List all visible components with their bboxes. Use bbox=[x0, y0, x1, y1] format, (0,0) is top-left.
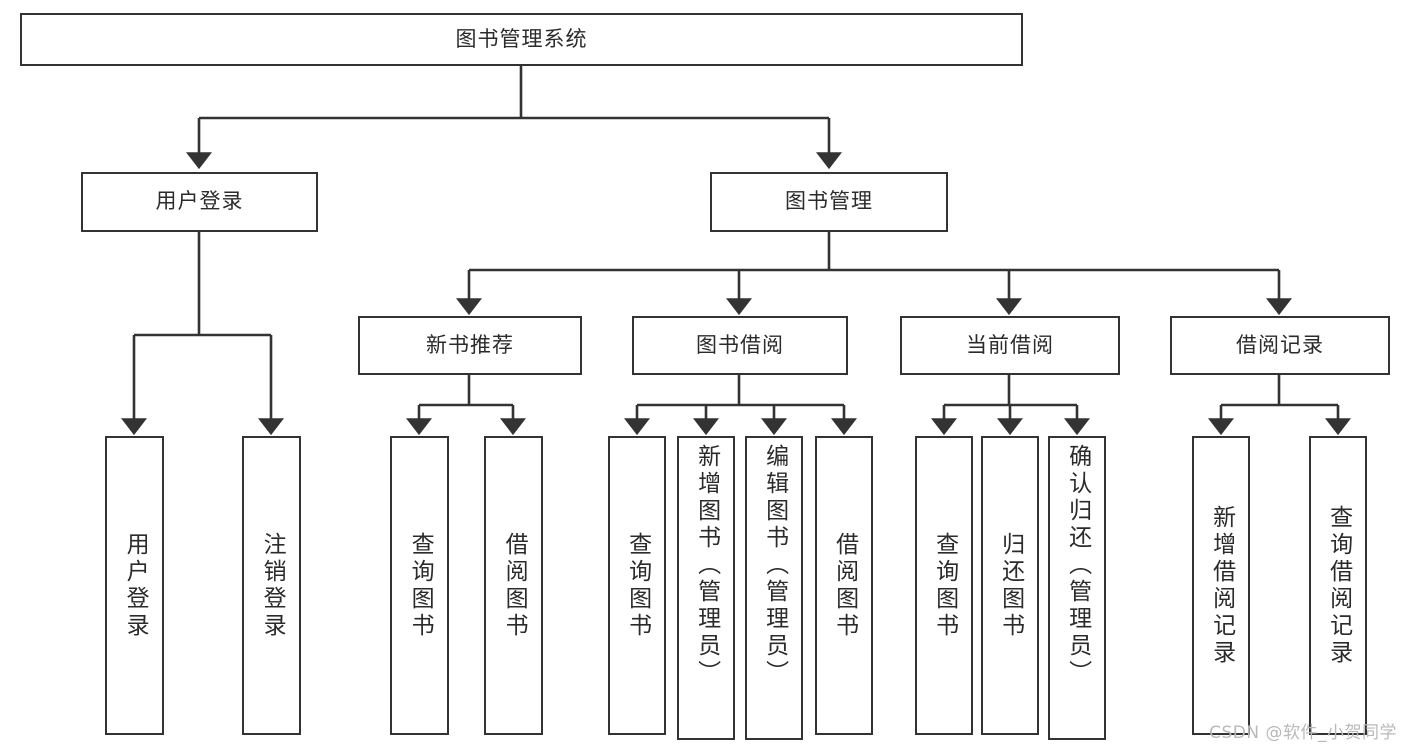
leaf-confirm-return-admin[interactable]: 确认归还（管理员） bbox=[1048, 436, 1106, 740]
leaf-label: 查询图书 bbox=[931, 531, 958, 640]
leaf-label: 用户登录 bbox=[122, 531, 149, 640]
leaf-add-book-admin[interactable]: 新增图书（管理员） bbox=[677, 436, 735, 740]
node-book-borrow[interactable]: 图书借阅 bbox=[632, 316, 848, 375]
leaf-return-book[interactable]: 归还图书 bbox=[981, 436, 1039, 735]
node-label: 当前借阅 bbox=[966, 332, 1054, 357]
leaf-label: 查询图书 bbox=[624, 531, 651, 640]
node-label: 借阅记录 bbox=[1236, 332, 1324, 357]
leaf-borrow-book[interactable]: 借阅图书 bbox=[815, 436, 873, 735]
leaf-logout[interactable]: 注销登录 bbox=[242, 436, 301, 735]
node-user-login[interactable]: 用户登录 bbox=[81, 172, 318, 232]
node-label: 用户登录 bbox=[155, 189, 244, 214]
leaf-label: 归还图书 bbox=[997, 531, 1024, 640]
leaf-label: 确认归还（管理员） bbox=[1064, 444, 1091, 687]
leaf-query-borrow-record[interactable]: 查询借阅记录 bbox=[1309, 436, 1367, 735]
node-current-borrow[interactable]: 当前借阅 bbox=[900, 316, 1120, 375]
leaf-label: 新增借阅记录 bbox=[1208, 504, 1235, 667]
node-book-management[interactable]: 图书管理 bbox=[710, 172, 948, 232]
leaf-borrow-book-recommend[interactable]: 借阅图书 bbox=[484, 436, 543, 735]
node-label: 图书管理 bbox=[785, 189, 873, 214]
leaf-label: 借阅图书 bbox=[501, 531, 528, 640]
leaf-query-book-recommend[interactable]: 查询图书 bbox=[390, 436, 449, 735]
leaf-label: 注销登录 bbox=[259, 531, 286, 640]
leaf-add-borrow-record[interactable]: 新增借阅记录 bbox=[1192, 436, 1250, 735]
leaf-query-book-current[interactable]: 查询图书 bbox=[915, 436, 973, 735]
node-label: 新书推荐 bbox=[426, 332, 514, 357]
node-new-book-recommend[interactable]: 新书推荐 bbox=[358, 316, 582, 375]
node-root-library-system[interactable]: 图书管理系统 bbox=[20, 13, 1023, 66]
leaf-user-login[interactable]: 用户登录 bbox=[105, 436, 164, 735]
leaf-label: 新增图书（管理员） bbox=[693, 444, 720, 687]
node-borrow-record[interactable]: 借阅记录 bbox=[1170, 316, 1390, 375]
node-label: 图书管理系统 bbox=[455, 26, 588, 51]
csdn-watermark: CSDN @软件_小贺同学 bbox=[1209, 723, 1397, 743]
leaf-query-book-borrow[interactable]: 查询图书 bbox=[608, 436, 666, 735]
leaf-label: 查询图书 bbox=[407, 531, 434, 640]
leaf-label: 查询借阅记录 bbox=[1325, 504, 1352, 667]
node-label: 图书借阅 bbox=[696, 332, 784, 357]
leaf-label: 编辑图书（管理员） bbox=[761, 444, 788, 687]
leaf-edit-book-admin[interactable]: 编辑图书（管理员） bbox=[745, 436, 803, 740]
leaf-label: 借阅图书 bbox=[831, 531, 858, 640]
